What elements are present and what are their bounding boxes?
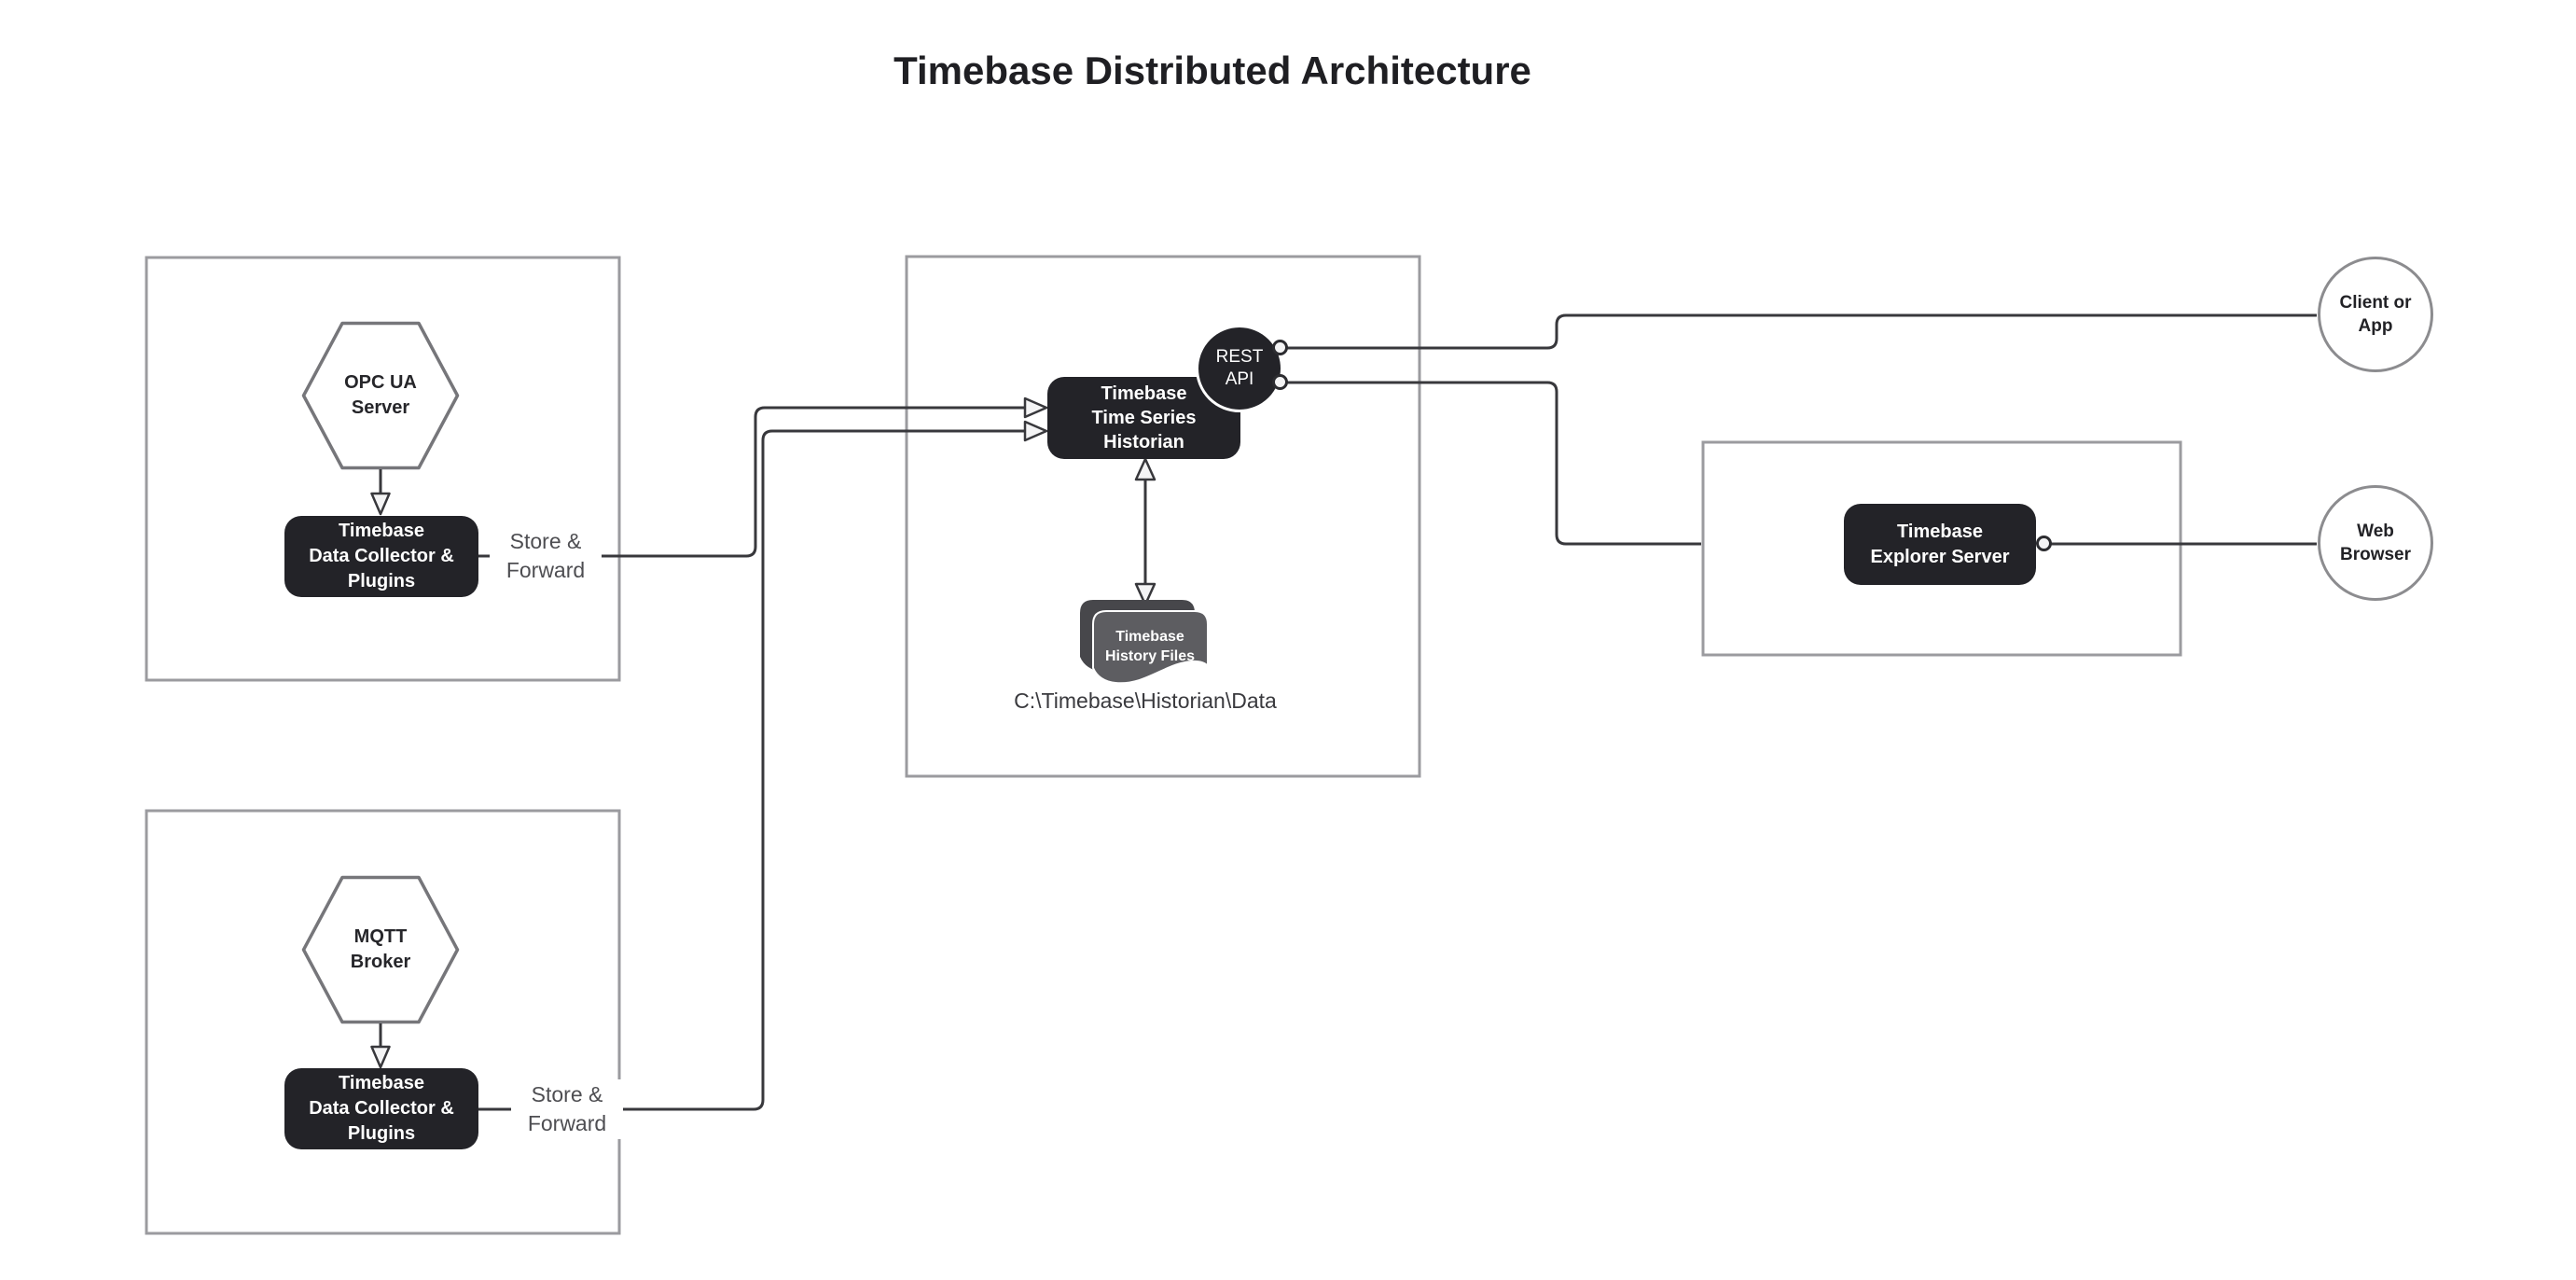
rest-api-port-client — [1272, 340, 1288, 355]
history-files-line2: History Files — [1104, 648, 1196, 664]
connector-mqtt-to-historian — [478, 429, 1025, 1111]
client-line2: App — [2358, 316, 2393, 336]
mqtt-to-collector-arrow-head — [370, 1045, 391, 1069]
history-files-label: Timebase History Files — [1080, 627, 1220, 666]
store-forward-opc-line1: Store & — [509, 529, 582, 553]
store-forward-label-opc: Store & Forward — [490, 526, 602, 586]
history-path-label: C:\Timebase\Historian\Data — [1014, 689, 1277, 713]
connector-mqtt-arrow-head — [1023, 420, 1048, 442]
collector-opc-line1: Timebase — [339, 521, 424, 541]
connector-restapi-to-explorer — [1287, 381, 1701, 546]
client-line1: Client or — [2339, 293, 2412, 313]
store-forward-label-mqtt: Store & Forward — [511, 1079, 623, 1139]
opc-hexagon-line2: Server — [351, 397, 410, 418]
group-box-historian — [905, 255, 1421, 778]
node-explorer-server: Timebase Explorer Server — [1844, 504, 2036, 585]
store-forward-mqtt-line1: Store & — [531, 1082, 603, 1106]
historian-files-arrow-head-down — [1134, 582, 1156, 606]
group-box-explorer — [1701, 440, 2182, 657]
opc-hexagon-shape — [301, 321, 460, 470]
store-forward-mqtt-line2: Forward — [527, 1111, 607, 1135]
explorer-port — [2036, 536, 2052, 551]
collector-mqtt-line2: Data Collector & Plugins — [309, 1098, 454, 1144]
opc-hexagon-label: OPC UA Server — [287, 370, 474, 421]
client-or-app-circle: Client or App — [2318, 257, 2433, 372]
historian-line1: Timebase — [1101, 383, 1187, 404]
node-data-collector-opc: Timebase Data Collector & Plugins — [284, 516, 478, 597]
opc-hexagon-line1: OPC UA — [344, 372, 417, 393]
historian-line3: Historian — [1103, 432, 1184, 452]
node-data-collector-mqtt: Timebase Data Collector & Plugins — [284, 1068, 478, 1149]
historian-line2: Time Series — [1091, 408, 1197, 428]
explorer-line1: Timebase — [1897, 521, 1983, 542]
store-forward-opc-line2: Forward — [506, 558, 586, 582]
connector-opc-to-historian — [478, 406, 1025, 558]
rest-api-circle: REST API — [1196, 325, 1283, 412]
group-box-mqtt — [145, 809, 621, 1235]
rest-api-line2: API — [1225, 369, 1254, 389]
mqtt-hexagon-line2: Broker — [350, 952, 411, 972]
diagram-title: Timebase Distributed Architecture — [893, 49, 1531, 92]
history-files-doc-front — [1092, 610, 1209, 685]
mqtt-hexagon-line1: MQTT — [353, 926, 408, 947]
collector-mqtt-line1: Timebase — [339, 1073, 424, 1093]
collector-opc-line2: Data Collector & Plugins — [309, 546, 454, 591]
mqtt-hexagon-shape — [301, 875, 460, 1024]
rest-api-port-explorer — [1272, 374, 1288, 390]
connector-opc-arrow-head — [1023, 397, 1048, 419]
group-box-opc — [145, 256, 621, 682]
rest-api-line1: REST — [1215, 347, 1264, 367]
explorer-line2: Explorer Server — [1870, 546, 2010, 567]
mqtt-hexagon-label: MQTT Broker — [287, 925, 474, 975]
web-line1: Web — [2357, 522, 2394, 541]
history-files-line1: Timebase — [1115, 629, 1184, 645]
opc-to-collector-arrow-head — [370, 492, 391, 516]
history-files-icon — [1080, 600, 1209, 685]
web-line2: Browser — [2339, 545, 2412, 564]
connector-restapi-to-client — [1287, 313, 2317, 350]
web-browser-circle: Web Browser — [2318, 485, 2433, 601]
historian-files-arrow-head-up — [1134, 457, 1156, 481]
